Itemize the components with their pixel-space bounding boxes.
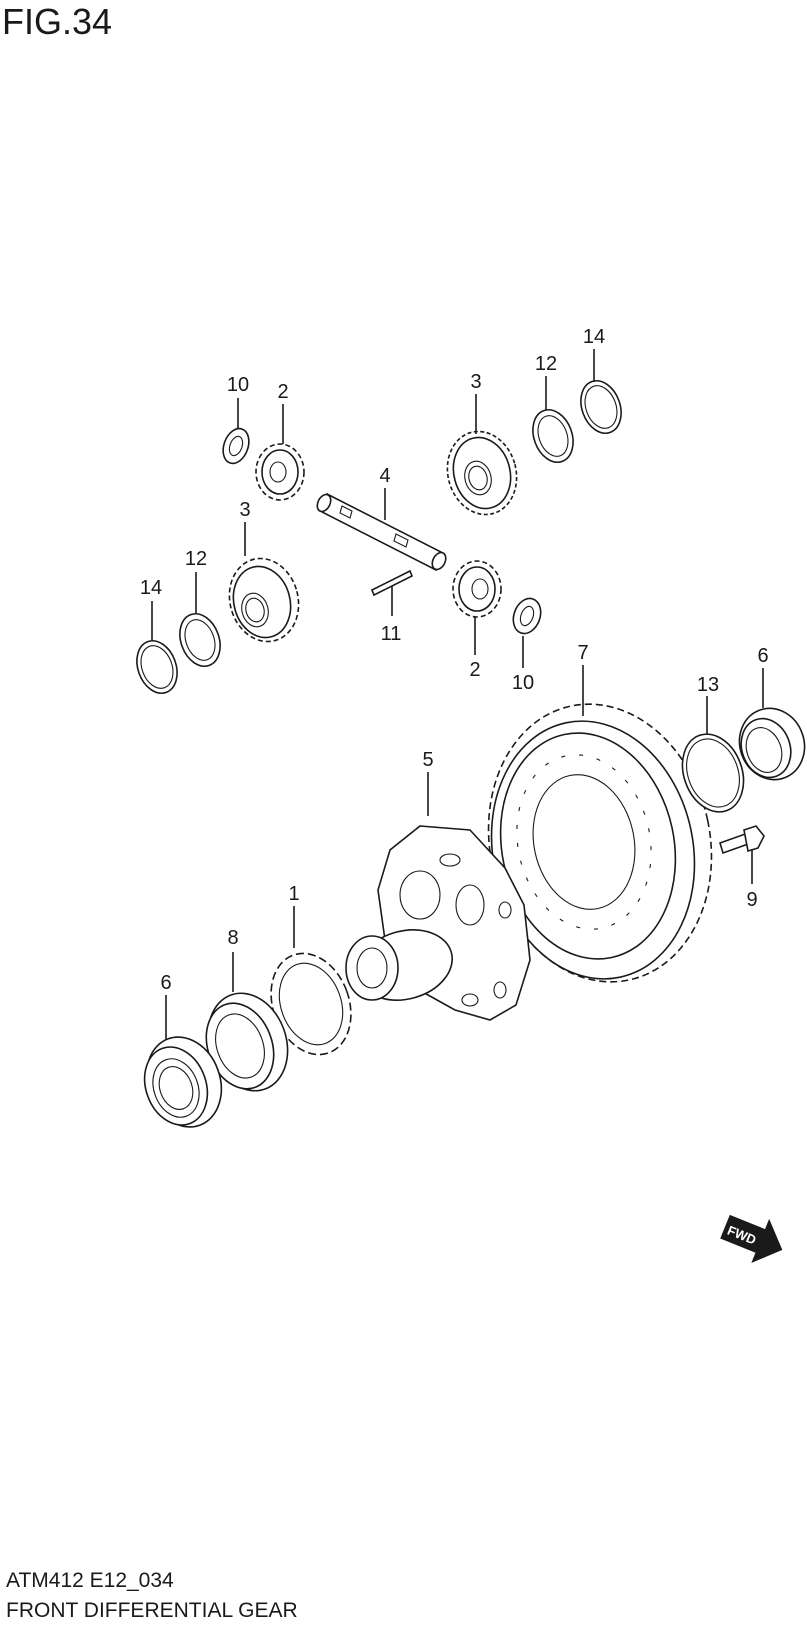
callout-3-top: 3 bbox=[470, 371, 481, 393]
callout-8: 8 bbox=[227, 927, 238, 949]
callout-2-bottom: 2 bbox=[469, 659, 480, 681]
pinion-gear-2-top bbox=[255, 443, 305, 501]
lock-plate-1 bbox=[270, 952, 352, 1056]
callout-10-top: 10 bbox=[227, 374, 249, 396]
callout-4: 4 bbox=[379, 465, 390, 487]
callout-9: 9 bbox=[746, 889, 757, 911]
callout-10-bottom: 10 bbox=[512, 672, 534, 694]
callout-6-left: 6 bbox=[160, 972, 171, 994]
side-gear-3-left bbox=[228, 557, 300, 643]
callout-5: 5 bbox=[422, 749, 433, 771]
callout-12-left: 12 bbox=[185, 548, 207, 570]
thrust-washer-10-top bbox=[222, 427, 250, 465]
pinion-shaft-4 bbox=[316, 492, 447, 572]
callout-11: 11 bbox=[381, 623, 402, 645]
bearing-8 bbox=[205, 992, 289, 1092]
callout-14-top: 14 bbox=[583, 326, 605, 348]
callout-1: 1 bbox=[288, 883, 299, 905]
bearing-6-right bbox=[738, 707, 806, 781]
thrust-washer-12-top bbox=[532, 409, 574, 463]
callout-2-top: 2 bbox=[277, 381, 288, 403]
shim-14-left bbox=[136, 640, 178, 694]
callout-14-left: 14 bbox=[140, 577, 162, 599]
diagram-code: ATM412 E12_034 bbox=[6, 1569, 174, 1592]
callout-6-right: 6 bbox=[757, 645, 768, 667]
side-gear-3-top bbox=[446, 430, 518, 516]
callout-12-top: 12 bbox=[535, 353, 557, 375]
diagram-name: FRONT DIFFERENTIAL GEAR bbox=[6, 1599, 298, 1622]
bearing-6-left bbox=[143, 1036, 223, 1128]
callout-13: 13 bbox=[697, 674, 719, 696]
callout-3-left: 3 bbox=[239, 499, 250, 521]
pinion-gear-2-bottom bbox=[452, 560, 502, 618]
oil-seal-ring-13 bbox=[681, 733, 745, 813]
lock-pin-11 bbox=[370, 569, 414, 597]
shim-14-top bbox=[580, 380, 622, 434]
figure-title: FIG.34 bbox=[2, 1, 113, 42]
differential-case-5 bbox=[345, 825, 531, 1021]
fwd-arrow-icon: FWD bbox=[720, 1214, 783, 1263]
final-gear-7 bbox=[487, 703, 713, 983]
thrust-washer-12-left bbox=[179, 613, 221, 667]
callout-7: 7 bbox=[577, 642, 588, 664]
bolt-9 bbox=[719, 825, 765, 855]
thrust-washer-10-bottom bbox=[512, 597, 542, 635]
